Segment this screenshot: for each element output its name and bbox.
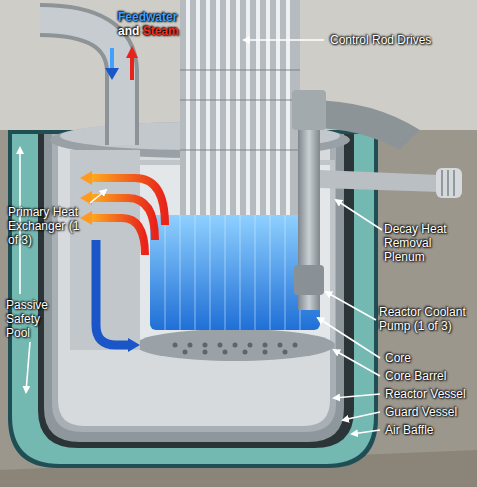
part-label: Decay Heat Removal Plenum (384, 222, 474, 264)
part-label: Air Baffle (385, 423, 433, 437)
flow-label: Feedwater and Steam (118, 10, 190, 38)
part-label: Primary Heat Exchanger (1 of 3) (8, 205, 90, 247)
part-label: Guard Vessel (385, 405, 457, 419)
part-label: Passive Safety Pool (6, 298, 64, 340)
part-label: Core (385, 351, 411, 365)
part-label: Reactor Coolant Pump (1 of 3) (379, 305, 474, 333)
part-label: Control Rod Drives (330, 33, 431, 47)
part-label: Reactor Vessel (385, 387, 466, 401)
part-label: Core Barrel (385, 369, 446, 383)
